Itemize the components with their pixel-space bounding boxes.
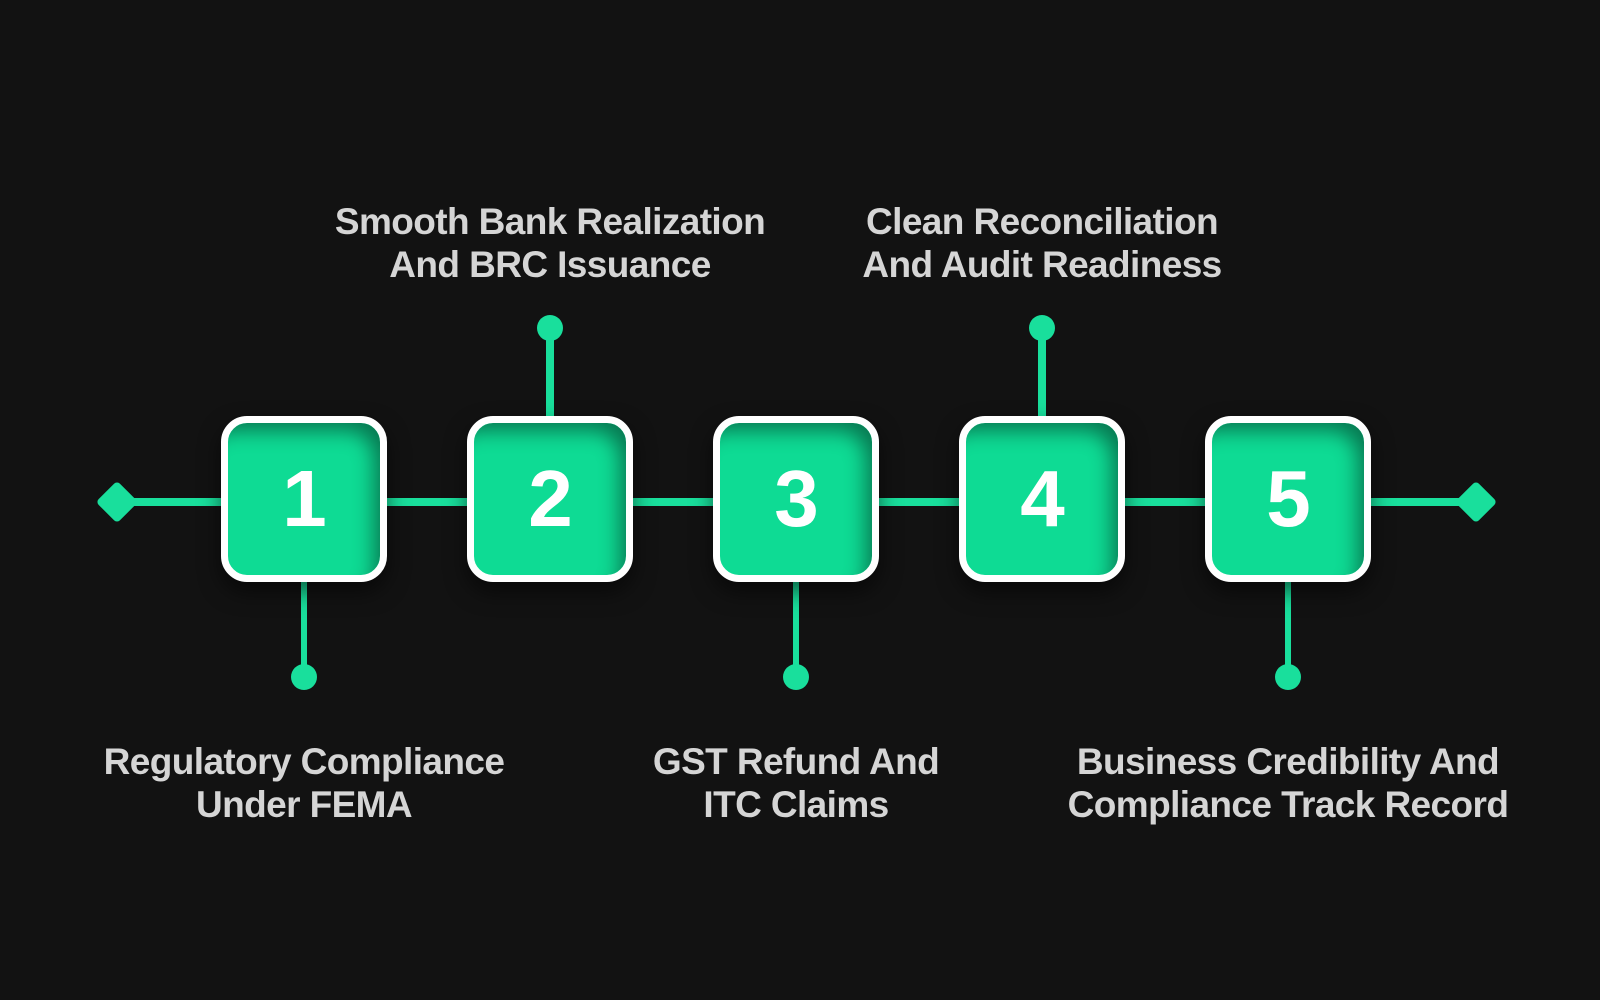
step-number: 3 [774,454,818,543]
step-label-3: GST Refund And ITC Claims [496,740,1096,826]
step-box-5: 5 [1205,416,1371,582]
step-box-4: 4 [959,416,1125,582]
step-label-5: Business Credibility And Compliance Trac… [988,740,1588,826]
step-label-line: Smooth Bank Realization [334,201,766,242]
step-number: 5 [1266,454,1310,543]
left-endpoint-diamond-icon [95,480,139,524]
step-label-line: Business Credibility And [1076,741,1500,782]
step-label-1: Regulatory Compliance Under FEMA [4,740,604,826]
step-number: 4 [1020,454,1064,543]
step-label-line: ITC Claims [703,784,889,825]
step-number: 2 [528,454,572,543]
step-label-line: GST Refund And [652,741,940,782]
step-label-line: And Audit Readiness [862,244,1222,285]
step-label-line: Under FEMA [195,784,413,825]
step-box-1: 1 [221,416,387,582]
step-label-line: Compliance Track Record [1067,784,1509,825]
step-box-3: 3 [713,416,879,582]
step-label-2: Smooth Bank Realization And BRC Issuance [250,200,850,286]
step-label-line: And BRC Issuance [389,244,711,285]
right-endpoint-diamond-icon [1454,480,1498,524]
step-3-connector-line [793,576,799,677]
step-1-connector-dot [291,664,317,690]
step-label-4: Clean Reconciliation And Audit Readiness [742,200,1342,286]
step-2-connector-line [546,328,554,420]
step-3-connector-dot [783,664,809,690]
step-4-connector-line [1038,328,1046,420]
step-2-connector-dot [537,315,563,341]
step-1-connector-line [301,576,307,677]
step-label-line: Clean Reconciliation [866,201,1219,242]
step-5-connector-line [1285,576,1291,677]
step-label-line: Regulatory Compliance [103,741,505,782]
step-number: 1 [282,454,326,543]
step-4-connector-dot [1029,315,1055,341]
step-5-connector-dot [1275,664,1301,690]
step-box-2: 2 [467,416,633,582]
